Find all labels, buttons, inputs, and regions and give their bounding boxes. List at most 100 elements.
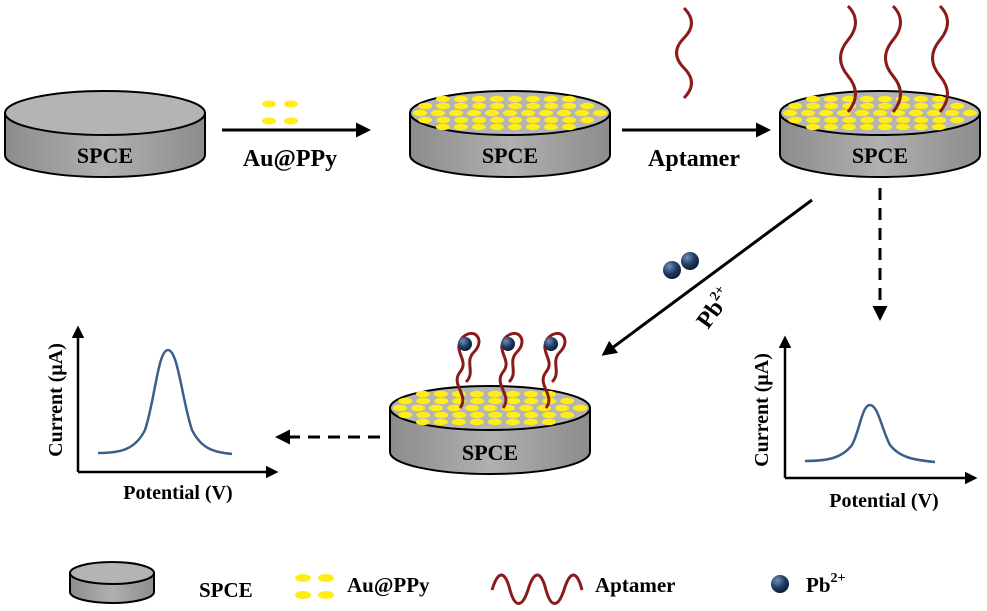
folded-aptamers (455, 331, 567, 409)
nanoparticle (471, 95, 486, 103)
legend: SPCE Au@PPy Aptamer Pb2+ (69, 561, 846, 605)
nanoparticle (523, 418, 538, 426)
nanoparticle (490, 116, 505, 124)
nanoparticle (913, 123, 928, 131)
x-axis-label: Potential (V) (123, 482, 232, 504)
nanoparticle (950, 102, 965, 110)
nanoparticle (433, 390, 448, 398)
nanoparticle (454, 102, 469, 110)
nanoparticle (544, 102, 559, 110)
nanoparticle (447, 404, 461, 412)
nanoparticle (896, 116, 911, 124)
nanoparticle (931, 123, 946, 131)
nanoparticle (562, 102, 577, 110)
nanoparticle (878, 116, 893, 124)
nanoparticle (580, 102, 595, 110)
nanoparticle (506, 411, 521, 419)
nanoparticle (823, 95, 838, 103)
nanoparticle (472, 102, 487, 110)
nanoparticle (453, 95, 468, 103)
nanoparticle (542, 411, 557, 419)
nanoparticle (913, 95, 928, 103)
y-axis-label: Current (μA) (45, 343, 67, 457)
nanoparticle (560, 411, 575, 419)
nanoparticle (451, 418, 466, 426)
nanoparticle (931, 95, 946, 103)
legend-aptamer-label: Aptamer (595, 573, 675, 597)
step-arrow-1: Au@PPy (222, 100, 371, 172)
nanoparticle (519, 404, 533, 412)
nanoparticle (485, 109, 499, 117)
y-axis-label: Current (μA) (751, 353, 773, 467)
step-arrow-2: Aptamer (622, 6, 771, 172)
aptamer-strands (839, 4, 949, 113)
nanoparticle (805, 95, 820, 103)
nanoparticle (526, 116, 541, 124)
nanoparticle (429, 404, 443, 412)
nanoparticle (580, 116, 595, 124)
nanoparticle (823, 123, 838, 131)
nanoparticle (433, 418, 448, 426)
nanoparticle (507, 123, 522, 131)
nanoparticle (560, 397, 575, 405)
nanoparticle (508, 116, 523, 124)
nanoparticle (945, 109, 959, 117)
nanoparticle (416, 411, 431, 419)
nanoparticle (398, 411, 413, 419)
electrode-bare: SPCE (4, 90, 206, 178)
nanoparticle (525, 123, 540, 131)
nanoparticle (841, 123, 856, 131)
nanoparticle (819, 109, 833, 117)
nanoparticle (393, 404, 407, 412)
nanoparticle (539, 109, 553, 117)
electrode-aptamer: SPCE (779, 4, 981, 178)
nanoparticle (859, 95, 874, 103)
nanoparticle (506, 397, 521, 405)
nanoparticle (436, 102, 451, 110)
pb-ion-icon (663, 261, 681, 279)
nanoparticle (573, 404, 587, 412)
voltammogram-low: Current (μA) Potential (V) (751, 335, 978, 512)
nanoparticle (508, 102, 523, 110)
nanoparticle (909, 109, 923, 117)
electrode-label: SPCE (462, 440, 518, 465)
nanoparticle (488, 411, 503, 419)
nanoparticle (963, 109, 977, 117)
nanoparticle (575, 109, 589, 117)
nanoparticle (593, 109, 607, 117)
electrode-aupy: SPCE (409, 90, 611, 178)
nanoparticle (489, 95, 504, 103)
nanoparticle (470, 397, 485, 405)
nanoparticle (896, 102, 911, 110)
step-arrow-pb: Pb2+ (601, 198, 813, 356)
nanoparticle (524, 411, 539, 419)
nanoparticle (490, 102, 505, 110)
nanoparticle (465, 404, 479, 412)
pb-ion-icon (544, 337, 558, 351)
nanoparticle (543, 123, 558, 131)
step-label-aptamer: Aptamer (648, 146, 740, 172)
nanoparticle (561, 95, 576, 103)
pb-ion-icon (681, 252, 699, 270)
nanoparticle (431, 109, 445, 117)
nanoparticle (873, 109, 887, 117)
nanoparticle (859, 123, 874, 131)
nanoparticle (472, 116, 487, 124)
electrode-label: SPCE (77, 143, 133, 168)
nanoparticle (541, 418, 556, 426)
nanoparticle (435, 95, 450, 103)
nanoparticle (841, 95, 856, 103)
nanoparticle (523, 390, 538, 398)
nanoparticle (418, 102, 433, 110)
nanoparticle (488, 397, 503, 405)
nanoparticle (914, 116, 929, 124)
legend-nanoparticle-icon (295, 574, 334, 599)
nanoparticle-layer (413, 95, 607, 131)
nanoparticle (416, 397, 431, 405)
nanoparticle (469, 418, 484, 426)
nanoparticle (525, 95, 540, 103)
nanoparticle (526, 102, 541, 110)
nanoparticle (801, 109, 815, 117)
step-label-aupy: Au@PPy (243, 146, 337, 172)
nanoparticle (413, 109, 427, 117)
